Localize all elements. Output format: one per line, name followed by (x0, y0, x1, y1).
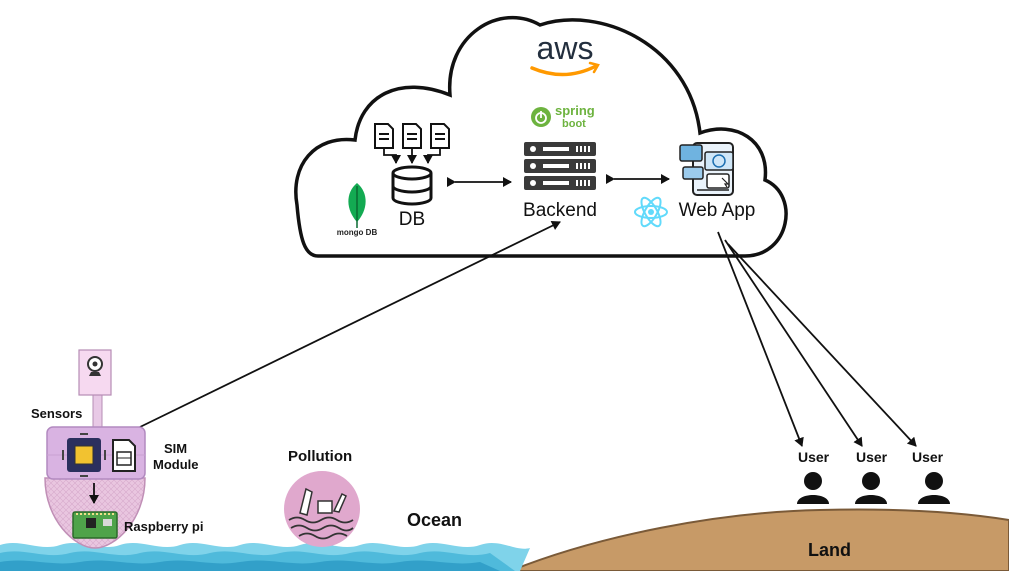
svg-text:boot: boot (562, 118, 586, 130)
db-label: DB (399, 209, 425, 230)
documents-icon (374, 123, 450, 149)
mongodb-logo: mongo DB (337, 183, 378, 237)
sim-module-label: Module (153, 457, 199, 472)
camera-sensor-icon (87, 356, 103, 376)
aws-logo: aws (530, 30, 600, 77)
backend-server-icon (524, 142, 596, 190)
land-label: Land (808, 540, 851, 560)
user-icon (797, 472, 829, 504)
user-label: User (798, 449, 830, 465)
pollution-icon (284, 471, 360, 547)
ocean-label: Ocean (407, 510, 463, 530)
buoy-to-backend-arrow (139, 221, 561, 428)
sim-label: SIM (164, 441, 188, 456)
svg-text:aws: aws (537, 30, 594, 66)
ocean-water (0, 542, 530, 571)
land (509, 508, 1009, 571)
svg-text:spring: spring (555, 103, 595, 118)
database-icon (391, 165, 433, 206)
backend-label: Backend (523, 200, 597, 221)
documents-to-db-arrows (383, 148, 441, 164)
spring-boot-logo: spring boot (531, 103, 595, 130)
svg-text:mongo DB: mongo DB (337, 228, 378, 237)
user-label: User (912, 449, 944, 465)
user-icon (855, 472, 887, 504)
microcontroller-chip-icon (62, 433, 106, 477)
sim-card-icon (112, 439, 136, 472)
user-icon (918, 472, 950, 504)
raspberry-pi-icon (72, 511, 118, 539)
webapp-to-users-arrows (717, 231, 917, 447)
web-app-devices-icon (679, 142, 734, 196)
react-logo (634, 196, 668, 228)
raspberry-pi-label: Raspberry pi (124, 519, 204, 534)
user-label: User (856, 449, 888, 465)
webapp-label: Web App (679, 200, 756, 221)
sensors-label: Sensors (31, 406, 83, 421)
pollution-label: Pollution (288, 448, 353, 465)
